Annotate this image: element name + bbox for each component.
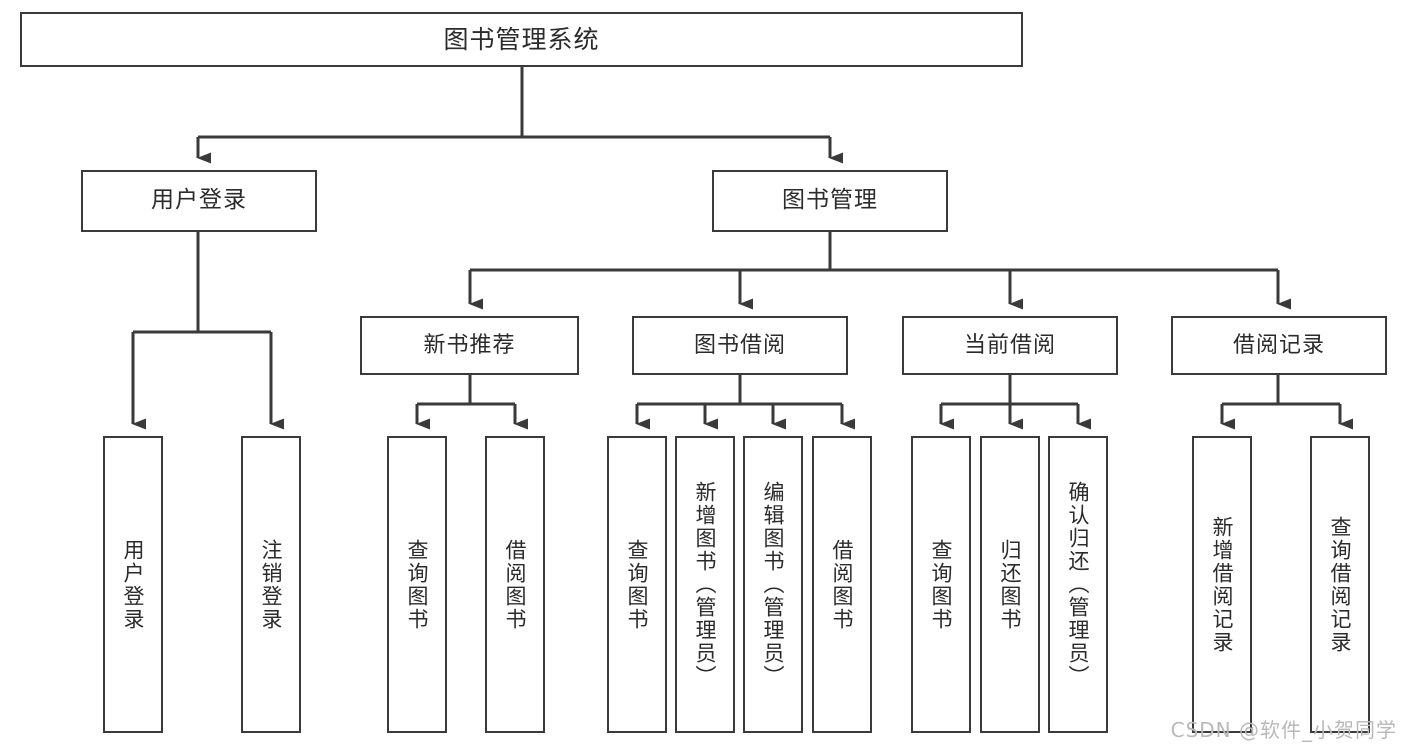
leaf-book-borrow-4-label: 借阅图书 [830,538,855,631]
leaf-user-login-1-label: 用户登录 [121,538,146,631]
node-user-login-label: 用户登录 [151,187,247,214]
leaf-book-borrow-1[interactable]: 查询图书 [607,436,667,733]
node-book-borrow-label: 图书借阅 [693,332,786,358]
leaf-new-book-1-label: 查询图书 [405,538,430,631]
leaf-book-borrow-4[interactable]: 借阅图书 [812,436,872,733]
leaf-current-borrow-1[interactable]: 查询图书 [911,436,971,733]
node-current-borrow-label: 当前借阅 [963,332,1056,358]
leaf-new-book-2-label: 借阅图书 [503,538,528,631]
leaf-current-borrow-3-label: 确认归还（管理员） [1066,481,1091,688]
leaf-user-login-2-label: 注销登录 [259,538,284,631]
leaf-new-book-2[interactable]: 借阅图书 [485,436,545,733]
leaf-current-borrow-2[interactable]: 归还图书 [980,436,1040,733]
node-new-book-recommend[interactable]: 新书推荐 [360,316,579,375]
leaf-current-borrow-3[interactable]: 确认归还（管理员） [1048,436,1108,733]
leaf-book-borrow-2-label: 新增图书（管理员） [693,481,718,688]
node-book-manage[interactable]: 图书管理 [712,170,948,232]
leaf-borrow-record-2[interactable]: 查询借阅记录 [1310,436,1370,733]
node-new-book-recommend-label: 新书推荐 [423,332,516,358]
leaf-borrow-record-1[interactable]: 新增借阅记录 [1192,436,1252,733]
node-book-manage-label: 图书管理 [782,187,878,214]
node-borrow-record[interactable]: 借阅记录 [1171,316,1387,375]
node-borrow-record-label: 借阅记录 [1232,332,1325,358]
leaf-new-book-1[interactable]: 查询图书 [387,436,447,733]
leaf-book-borrow-1-label: 查询图书 [625,538,650,631]
node-current-borrow[interactable]: 当前借阅 [902,316,1118,375]
leaf-book-borrow-3-label: 编辑图书（管理员） [761,481,786,688]
node-book-borrow[interactable]: 图书借阅 [632,316,848,375]
node-root[interactable]: 图书管理系统 [20,12,1023,67]
node-root-label: 图书管理系统 [443,24,600,54]
csdn-watermark: CSDN @软件_小贺同学 [1170,718,1397,742]
leaf-user-login-1[interactable]: 用户登录 [103,436,163,733]
leaf-book-borrow-3[interactable]: 编辑图书（管理员） [743,436,803,733]
leaf-user-login-2[interactable]: 注销登录 [241,436,301,733]
leaf-current-borrow-2-label: 归还图书 [998,538,1023,631]
leaf-book-borrow-2[interactable]: 新增图书（管理员） [675,436,735,733]
node-user-login[interactable]: 用户登录 [81,170,317,232]
leaf-borrow-record-1-label: 新增借阅记录 [1210,515,1235,654]
leaf-current-borrow-1-label: 查询图书 [929,538,954,631]
leaf-borrow-record-2-label: 查询借阅记录 [1328,515,1353,654]
